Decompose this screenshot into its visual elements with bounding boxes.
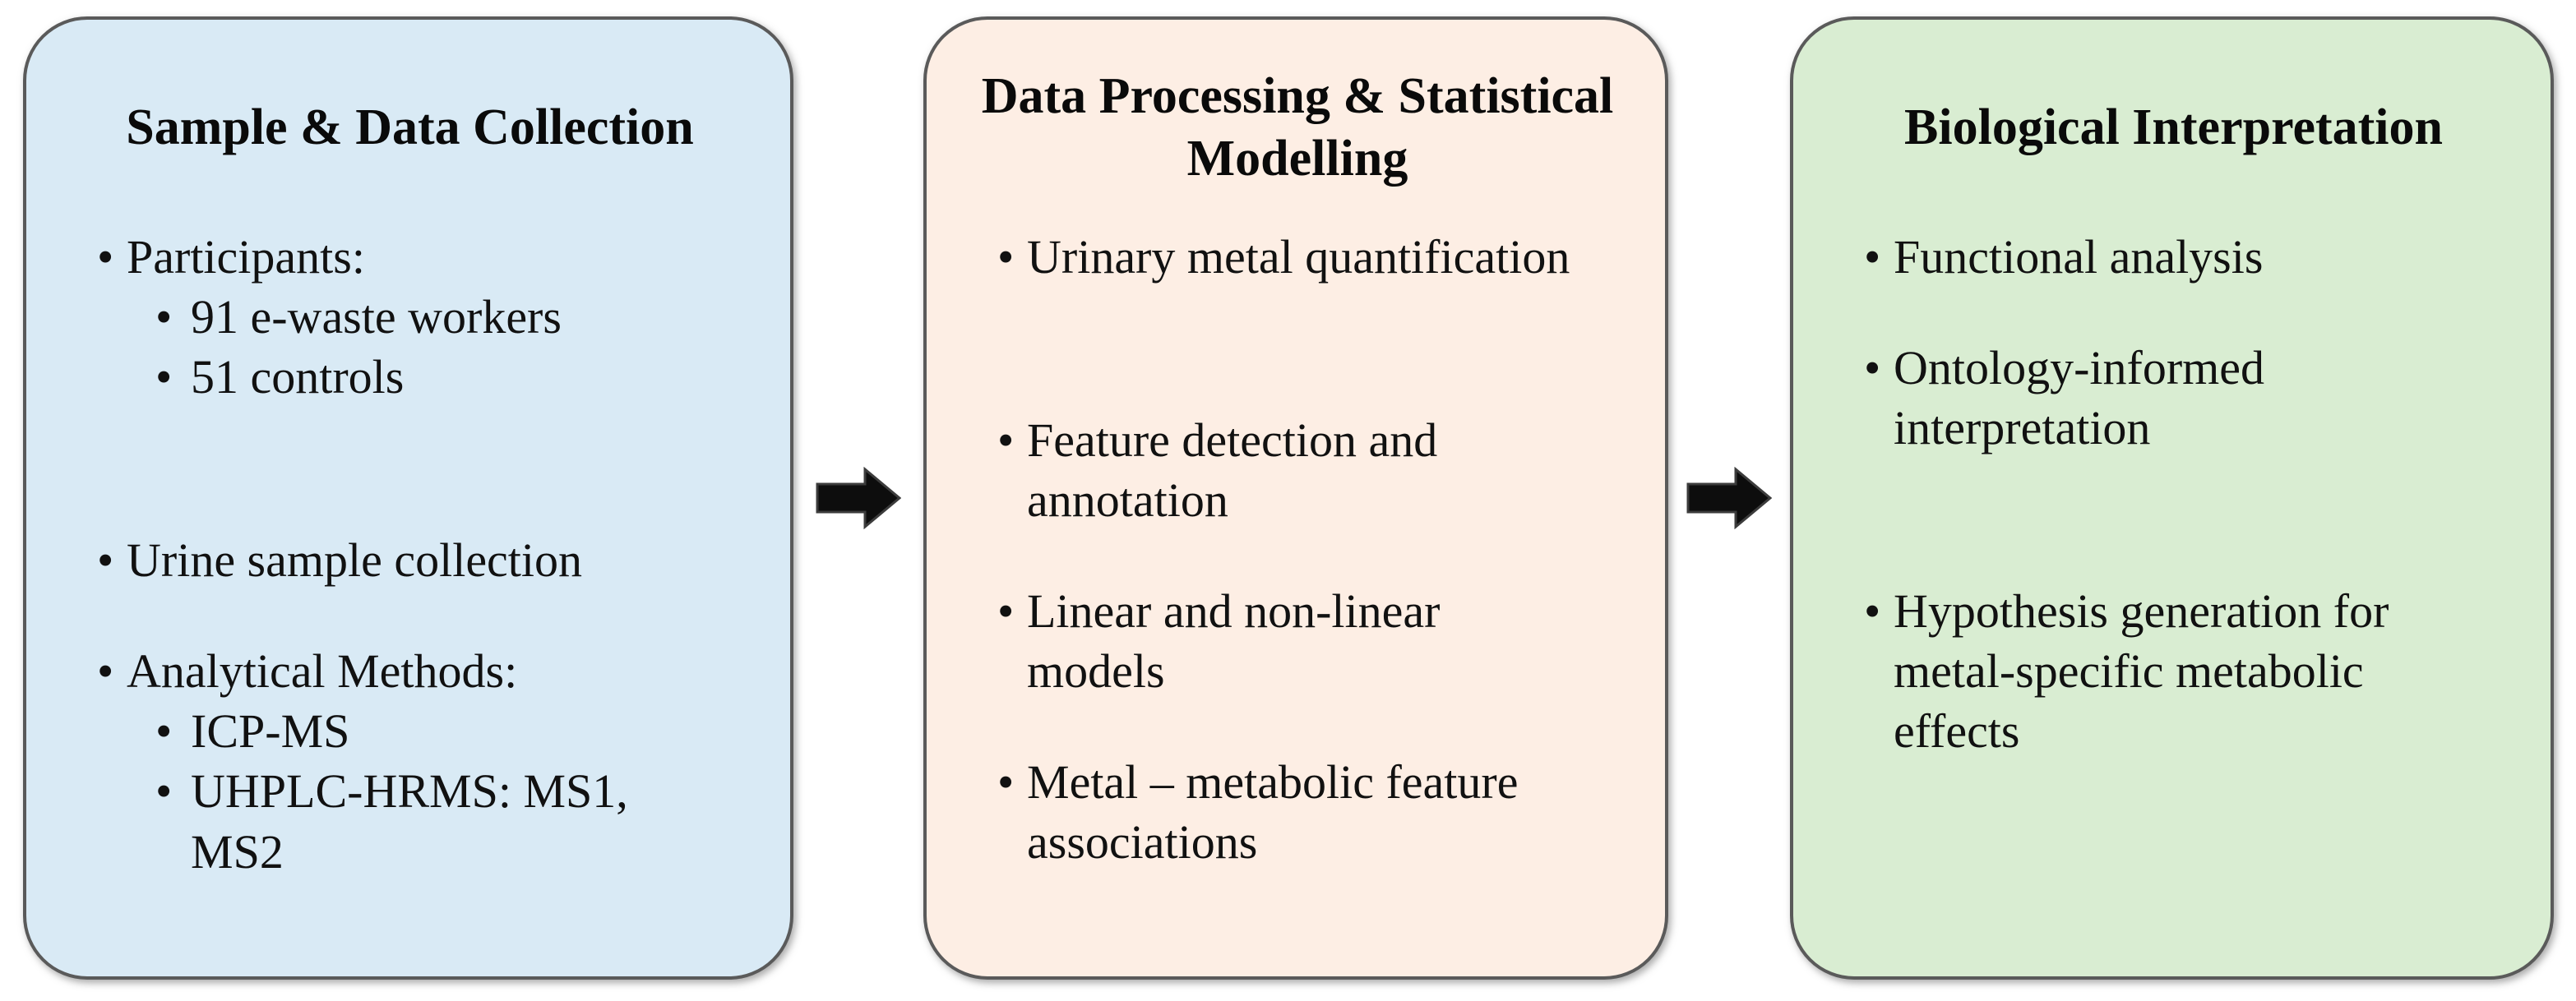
bullet-line: Urinary metal quantification	[1027, 230, 1570, 284]
right-block-arrow-icon	[1686, 467, 1772, 529]
bullet-item: Hypothesis generation for metal-specific…	[1864, 581, 2529, 761]
bullet-item: Metal – metabolic feature associations	[997, 752, 1644, 872]
bullet-group: Linear and non-linear models	[951, 581, 1644, 701]
bullet-line: metal-specific metabolic	[1894, 644, 2364, 699]
bullet-line: Urine sample collection	[127, 533, 583, 588]
bullet-item: Linear and non-linear models	[997, 581, 1644, 701]
sub-bullet-list: 91 e-waste workers 51 controls	[51, 287, 769, 407]
bullet-line: effects	[1894, 704, 2020, 759]
bullet-group: Ontology-informed interpretation	[1818, 338, 2529, 458]
bullet-line: 91 e-waste workers	[191, 290, 562, 344]
title-line: Biological Interpretation	[1904, 99, 2443, 156]
sub-bullet-item: 51 controls	[155, 347, 769, 407]
bullet-line: ICP-MS	[191, 704, 350, 759]
bullet-group: Metal – metabolic feature associations	[951, 752, 1644, 872]
bullet-line: UHPLC-HRMS: MS1,	[191, 764, 628, 819]
stage-box-data-processing-statistical-modelling: Data Processing & Statistical Modelling …	[923, 16, 1668, 980]
flow-arrow-2	[1668, 16, 1790, 980]
flow-arrow-1	[793, 16, 923, 980]
bullet-line: associations	[1027, 815, 1258, 870]
bullet-group: Feature detection and annotation	[951, 410, 1644, 530]
bullet-line: interpretation	[1894, 401, 2151, 455]
stage-box-biological-interpretation: Biological Interpretation Functional ana…	[1790, 16, 2554, 980]
right-block-arrow-icon	[816, 467, 901, 529]
sub-bullet-list: ICP-MS UHPLC-HRMS: MS1, MS2	[51, 701, 769, 881]
title-line: Sample & Data Collection	[126, 99, 694, 156]
bullet-line: Hypothesis generation for	[1894, 584, 2389, 639]
bullet-line: Metal – metabolic feature	[1027, 755, 1519, 810]
sub-bullet-item: 91 e-waste workers	[155, 287, 769, 347]
bullet-group: Analytical Methods: ICP-MS UHPLC-HRMS: M…	[51, 641, 769, 881]
bullet-item: Analytical Methods:	[97, 641, 769, 701]
bullet-item: Functional analysis	[1864, 227, 2529, 287]
bullet-item: Urine sample collection	[97, 530, 769, 590]
bullet-line: models	[1027, 644, 1165, 699]
bullet-item: Urinary metal quantification	[997, 227, 1644, 287]
box-title: Biological Interpretation	[1818, 49, 2529, 207]
bullet-list: Urinary metal quantification Feature det…	[951, 227, 1644, 873]
bullet-group: Participants: 91 e-waste workers 51 cont…	[51, 227, 769, 407]
bullet-line: Analytical Methods:	[127, 644, 518, 699]
bullet-group: Hypothesis generation for metal-specific…	[1818, 581, 2529, 761]
sub-bullet-item: ICP-MS	[155, 701, 769, 761]
bullet-group: Urine sample collection	[51, 530, 769, 590]
bullet-line: Linear and non-linear	[1027, 584, 1441, 639]
bullet-line: MS2	[191, 824, 284, 879]
stage-box-sample-data-collection: Sample & Data Collection Participants: 9…	[23, 16, 793, 980]
bullet-line: Functional analysis	[1894, 230, 2264, 284]
bullet-line: annotation	[1027, 473, 1228, 528]
title-line: Modelling	[1186, 131, 1408, 187]
bullet-line: Participants:	[127, 230, 365, 284]
box-title: Sample & Data Collection	[51, 49, 769, 207]
bullet-item: Ontology-informed interpretation	[1864, 338, 2529, 458]
bullet-item: Participants:	[97, 227, 769, 287]
bullet-list: Participants: 91 e-waste workers 51 cont…	[51, 227, 769, 882]
bullet-group: Urinary metal quantification	[951, 227, 1644, 287]
bullet-line: 51 controls	[191, 350, 405, 404]
bullet-group: Functional analysis	[1818, 227, 2529, 287]
bullet-line: Feature detection and	[1027, 413, 1438, 468]
title-line: Data Processing & Statistical	[981, 68, 1614, 125]
bullet-line: Ontology-informed	[1894, 341, 2265, 395]
sub-bullet-item: UHPLC-HRMS: MS1, MS2	[155, 761, 769, 881]
bullet-list: Functional analysis Ontology-informed in…	[1818, 227, 2529, 761]
bullet-item: Feature detection and annotation	[997, 410, 1644, 530]
box-title: Data Processing & Statistical Modelling	[951, 49, 1644, 207]
